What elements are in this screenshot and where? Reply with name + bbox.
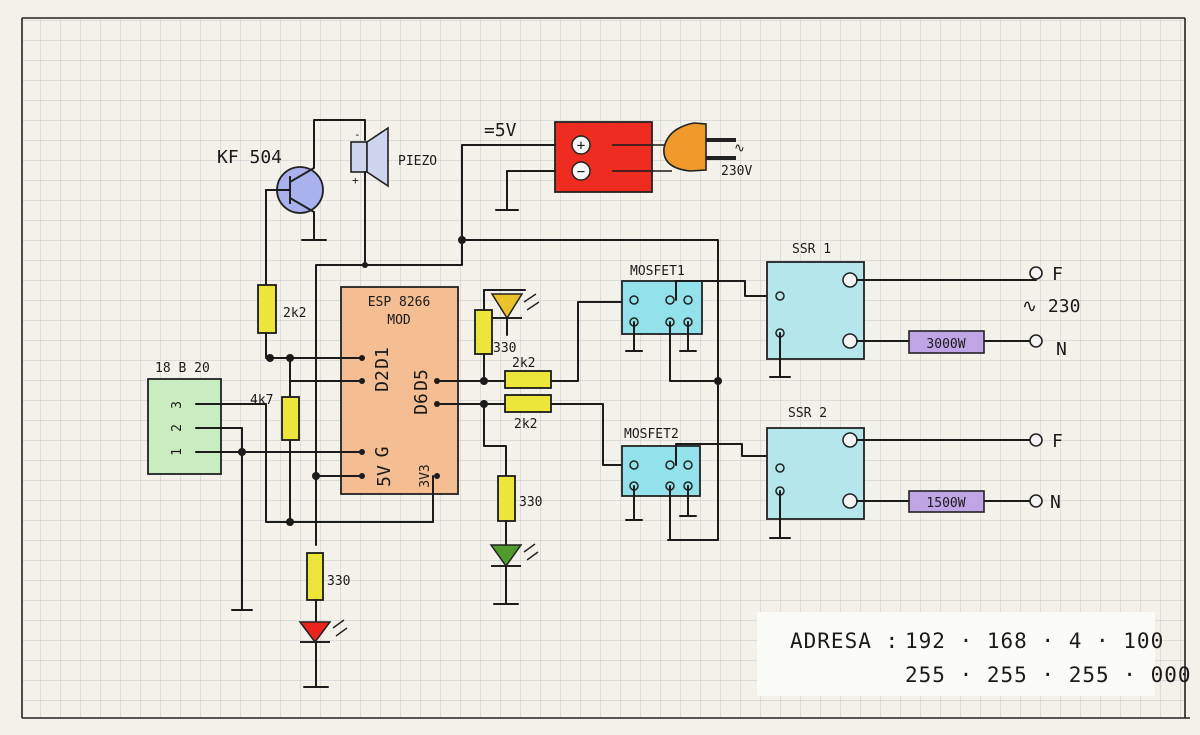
mosfet-1-label: MOSFET1 [630, 264, 685, 279]
pin-g-label: G [372, 447, 393, 458]
resistor-d5-label: 2k2 [512, 356, 535, 371]
supply-plus-terminal [571, 135, 591, 155]
mains-plug [663, 122, 707, 172]
ds18b20-sensor: 18 B 20 3 2 1 [147, 361, 222, 475]
pin-5v-label: 5V [374, 465, 395, 487]
resistor-d5-2k2 [504, 370, 552, 389]
resistor-base-2k2 [257, 284, 277, 334]
svg-text:-: - [354, 128, 361, 141]
piezo-label: PIEZO [398, 154, 437, 169]
resistor-d6-2k2 [504, 394, 552, 413]
address-background [757, 612, 1155, 696]
resistor-red-led [306, 552, 324, 601]
ssr-1-phase-label: F [1052, 264, 1063, 285]
sensor-pin-2: 2 [170, 424, 185, 432]
supply-minus-terminal [571, 161, 591, 181]
ac-symbol: ∿ [734, 141, 745, 156]
pin-3v3-label: 3V3 [418, 464, 433, 487]
load-1 [908, 330, 985, 354]
load-2 [908, 490, 985, 513]
resistor-red-led-label: 330 [327, 574, 350, 589]
ssr-2-label: SSR 2 [788, 406, 827, 421]
mains-label: ∿ 230 [1022, 296, 1080, 317]
esp8266-module: ESP 8266 MOD D1 D2 D5 D6 G 5V 3V3 [340, 286, 459, 495]
pin-d1-label: D1 [372, 347, 393, 369]
power-supply-module: + − ∿ 230V =5V [484, 120, 752, 193]
led-yellow [490, 293, 524, 320]
resistor-d6-label: 2k2 [514, 417, 537, 432]
sheet-frame [21, 17, 1190, 719]
resistor-yellow-led-label: 330 [493, 341, 516, 356]
supply-minus-label: − [577, 164, 585, 180]
resistor-green-led [497, 475, 516, 522]
mosfet-2-label: MOSFET2 [624, 427, 679, 442]
ip-address: 192 · 168 · 4 · 100 [905, 629, 1164, 653]
pin-d2-label: D2 [372, 370, 393, 392]
esp-subtitle: MOD [387, 313, 411, 328]
load-2-label: 1500W [926, 496, 965, 511]
sensor-box [147, 378, 222, 475]
transistor-label: KF 504 [217, 147, 282, 168]
ssr-1-label: SSR 1 [792, 242, 831, 257]
subnet-mask: 255 · 255 · 255 · 000 [905, 663, 1192, 687]
ac-voltage-label: 230V [721, 164, 752, 179]
ssr-2-phase-label: F [1052, 431, 1063, 452]
load-1-label: 3000W [926, 337, 965, 352]
resistor-4k7-label: 4k7 [250, 393, 273, 408]
dc-voltage-label: =5V [484, 120, 517, 141]
ssr-2-neutral-label: N [1050, 492, 1061, 513]
sensor-pin-1: 1 [170, 448, 185, 456]
sensor-label: 18 B 20 [155, 361, 210, 376]
resistor-green-led-label: 330 [519, 495, 542, 510]
supply-ground [495, 170, 556, 211]
pin-d5-label: D5 [411, 369, 432, 391]
vcc-rail [461, 144, 719, 541]
supply-plus-label: + [577, 138, 585, 154]
address-label: ADRESA : [790, 629, 899, 653]
supply-box [554, 121, 653, 193]
ssr-1-neutral-label: N [1056, 339, 1067, 360]
resistor-4k7 [281, 396, 300, 441]
transistor-kf504: KF 504 [217, 147, 324, 214]
piezo-body [350, 141, 368, 173]
resistor-base-label: 2k2 [283, 306, 306, 321]
led-green [489, 544, 523, 568]
esp-title: ESP 8266 [368, 295, 431, 310]
ssr-2: SSR 2 [766, 406, 865, 520]
piezo-horn [366, 126, 389, 188]
pin-d6-label: D6 [411, 393, 432, 415]
network-address-panel: ADRESA : 192 · 168 · 4 · 100 255 · 255 ·… [757, 612, 1192, 696]
sensor-pin-3: 3 [170, 401, 185, 409]
led-red [298, 621, 332, 644]
resistor-yellow-led [474, 309, 493, 355]
esp-box [340, 286, 459, 495]
ssr-1: SSR 1 [766, 242, 865, 360]
piezo-buzzer: - + PIEZO [350, 126, 437, 188]
svg-text:+: + [352, 174, 359, 187]
